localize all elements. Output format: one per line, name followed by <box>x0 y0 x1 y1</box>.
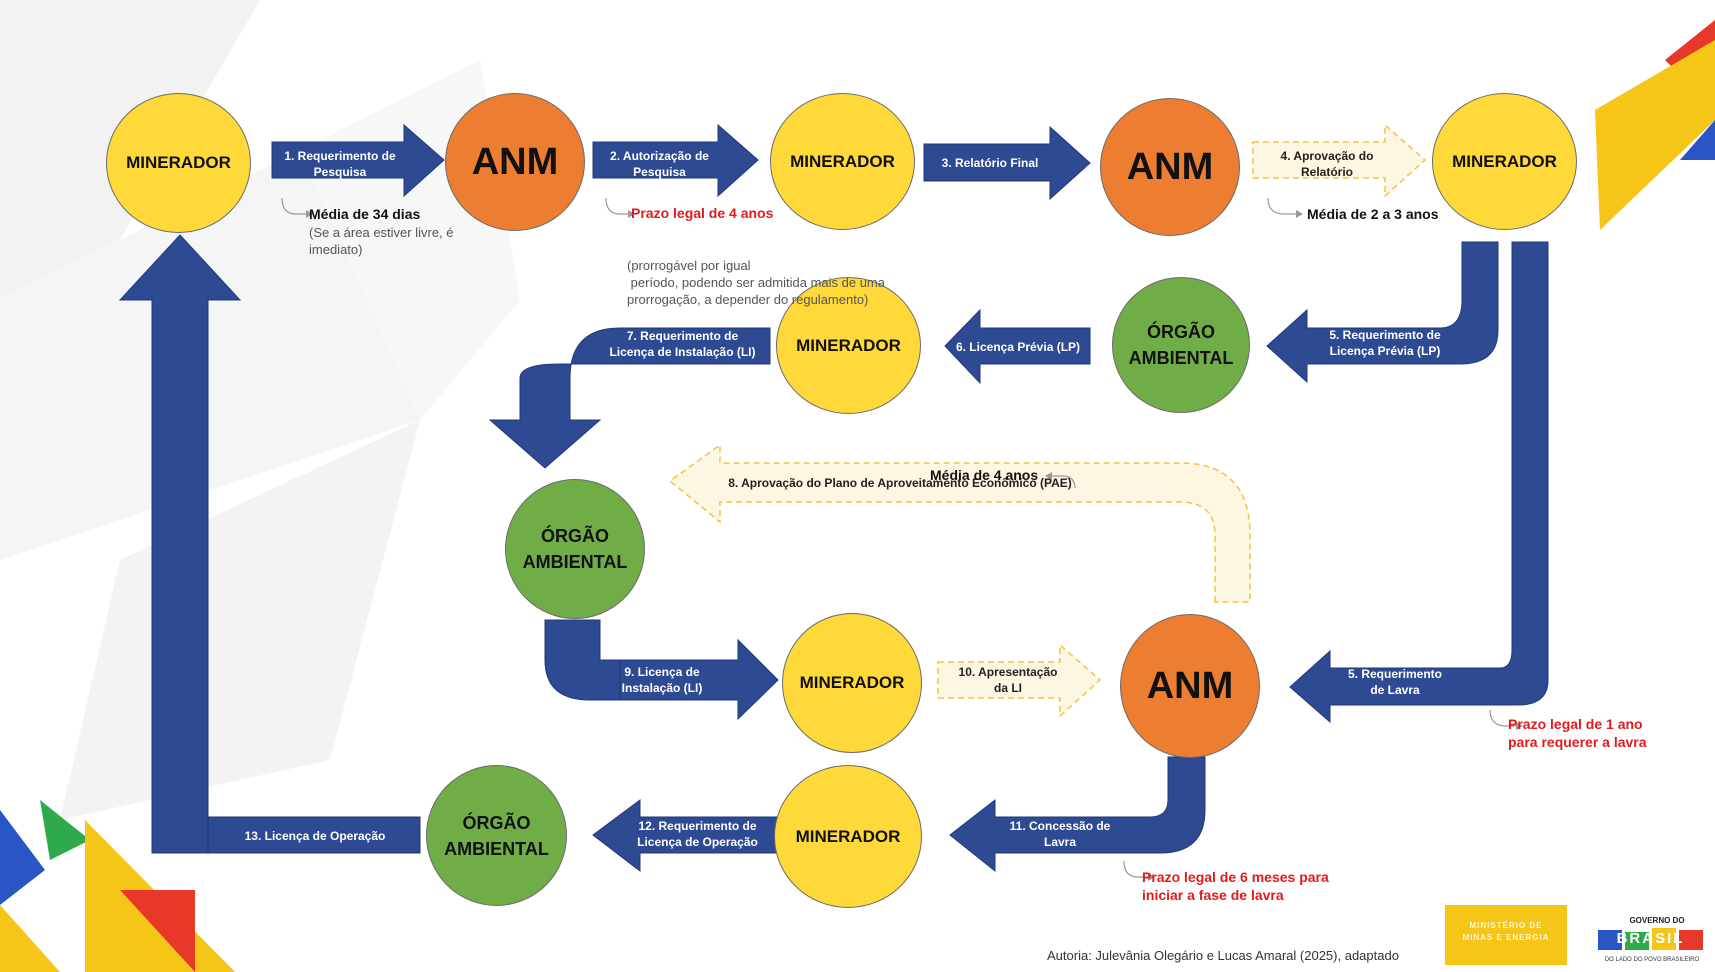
brasil-logo-shape <box>1652 928 1676 950</box>
arrow-step-3 <box>923 125 1091 201</box>
note-prazo-4-anos: Prazo legal de 4 anos <box>631 205 774 221</box>
corner-red-shape <box>120 890 195 972</box>
pointer-arrow <box>1489 709 1516 727</box>
brasil-logo-shape <box>1679 930 1703 950</box>
node-label: ANM <box>1126 145 1214 188</box>
arrow-step-13-vertical <box>118 234 242 854</box>
node-label: ÓRGÃO <box>1146 322 1215 342</box>
node-anm-1: ANM <box>445 93 585 231</box>
node-minerador-1: MINERADOR <box>106 93 251 233</box>
step-13-label: 13. Licença de Operação <box>244 829 386 843</box>
step-6-label: 6. Licença Prévia (LP) <box>955 340 1081 354</box>
node-label: ÓRGÃO <box>462 812 531 833</box>
pointer-arrowhead <box>1296 210 1303 218</box>
pointer-arrow <box>1267 197 1296 215</box>
pointer-arrowhead <box>1148 873 1155 881</box>
node-orgao-ambiental-2: ÓRGÃO AMBIENTAL <box>505 479 645 619</box>
corner-yellow-shape <box>1595 40 1715 230</box>
node-label: AMBIENTAL <box>444 838 549 859</box>
node-anm-2: ANM <box>1100 98 1240 236</box>
brasil-logo-shape <box>1625 932 1649 950</box>
node-label: AMBIENTAL <box>1128 348 1234 368</box>
arrow-step-7 <box>488 327 771 469</box>
node-label: MINERADOR <box>1452 151 1557 171</box>
node-label: MINERADOR <box>790 151 895 171</box>
node-label: MINERADOR <box>795 826 901 846</box>
node-label: MINERADOR <box>796 335 901 355</box>
bg-shape <box>60 420 420 820</box>
corner-blue-shape <box>1680 120 1715 160</box>
ministry-block <box>1445 905 1567 965</box>
node-minerador-2: MINERADOR <box>770 93 915 230</box>
pointer-arrowhead <box>1045 472 1052 480</box>
node-label: ÓRGÃO <box>540 526 609 546</box>
pointer-arrow <box>1052 475 1076 489</box>
node-orgao-ambiental-3: ÓRGÃO AMBIENTAL <box>426 765 567 906</box>
arrow-step-5b <box>1289 241 1549 724</box>
arrow-step-9-head <box>599 638 779 721</box>
note-media-34-dias: Média de 34 dias <box>309 206 421 222</box>
note-media-4-anos: Média de 4 anos <box>930 467 1039 483</box>
node-minerador-6: MINERADOR <box>774 765 922 908</box>
node-minerador-4: MINERADOR <box>776 277 921 414</box>
node-orgao-ambiental-1: ÓRGÃO AMBIENTAL <box>1112 277 1250 413</box>
pointer-arrowhead <box>306 210 313 218</box>
node-label: ANM <box>471 140 559 183</box>
step-8-label: 8. Aprovação do Plano de Aproveitamento … <box>728 476 1072 490</box>
pointer-arrowhead <box>628 210 635 218</box>
arrow-step-12 <box>592 799 781 873</box>
node-anm-3: ANM <box>1120 614 1260 758</box>
step-3-label: 3. Relatório Final <box>941 156 1039 170</box>
gov-brasil-label: BRASIL <box>1616 930 1685 947</box>
pointer-arrow <box>605 197 628 215</box>
note-media-2-3-anos: Média de 2 a 3 anos <box>1307 206 1439 222</box>
arrow-step-8 <box>668 443 1251 603</box>
corner-green-shape <box>40 800 90 860</box>
node-label: MINERADOR <box>799 673 905 692</box>
node-label: AMBIENTAL <box>522 552 628 572</box>
node-label: MINERADOR <box>126 153 231 172</box>
arrow-step-11 <box>949 756 1206 873</box>
gov-bottom-label: DO LADO DO POVO BRASILEIRO <box>1604 957 1700 963</box>
arrow-step-9 <box>544 619 621 701</box>
credit-text: Autoria: Julevânia Olegário e Lucas Amar… <box>1047 948 1399 963</box>
arrow-step-6 <box>944 308 1091 385</box>
arrow-step-4 <box>1252 123 1427 198</box>
corner-yellow-shape <box>0 905 60 972</box>
arrow-step-10 <box>937 643 1102 718</box>
arrow-step-2 <box>592 123 759 198</box>
gov-top-label: GOVERNO DO <box>1629 916 1685 925</box>
pointer-arrowhead <box>1516 722 1523 730</box>
pointer-arrow <box>1123 860 1148 878</box>
arrow-step-1 <box>271 123 445 198</box>
arrow-step-5a <box>1266 241 1499 384</box>
note-prazo-4-detail: (prorrogável por igual período, podendo … <box>627 258 885 307</box>
corner-blue-shape <box>0 810 45 905</box>
brasil-logo-shape <box>1598 930 1622 950</box>
node-label: ANM <box>1146 664 1234 707</box>
node-minerador-5: MINERADOR <box>782 613 922 753</box>
pointer-arrow <box>281 197 306 215</box>
node-minerador-3: MINERADOR <box>1432 93 1577 230</box>
bg-shape <box>0 150 420 560</box>
